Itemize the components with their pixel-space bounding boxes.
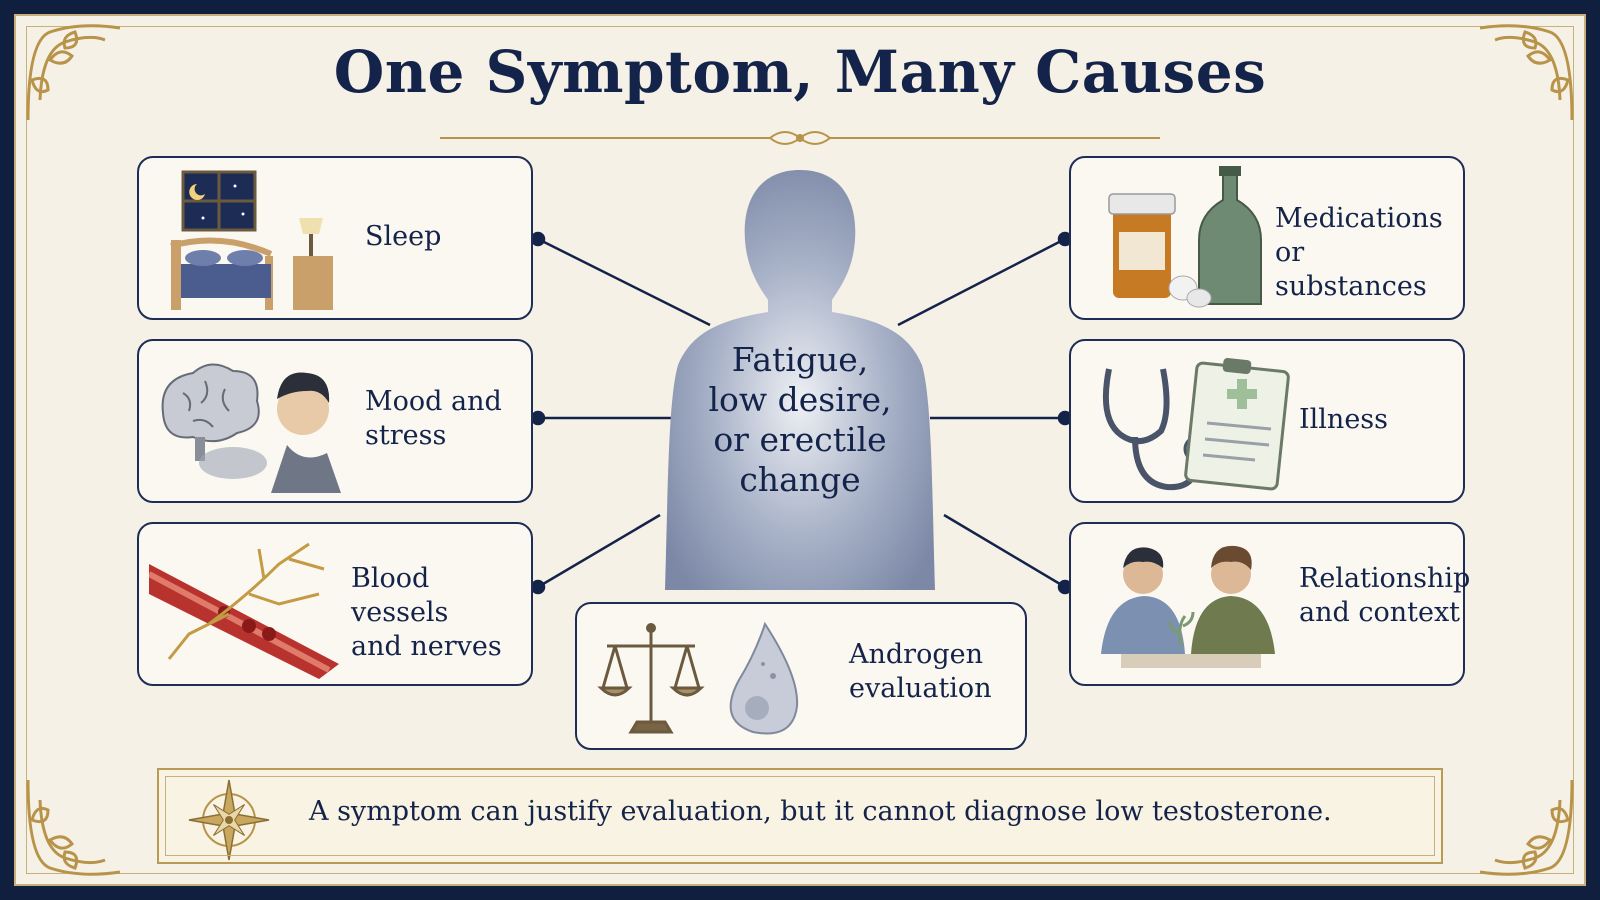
corner-ornament-icon bbox=[1479, 24, 1574, 121]
cause-card-sleep: Sleep bbox=[137, 156, 533, 320]
central-symptom-text: Fatigue, low desire, or erectile change bbox=[708, 340, 892, 499]
brain-and-person-icon bbox=[161, 363, 341, 493]
cause-label: Blood vessels and nerves bbox=[351, 563, 502, 662]
cause-card-illness: Illness bbox=[1069, 339, 1465, 503]
cause-label: Androgen evaluation bbox=[849, 639, 992, 704]
corner-ornament-icon bbox=[1479, 779, 1574, 876]
footer-banner: A symptom can justify evaluation, but it… bbox=[157, 768, 1443, 864]
blood-vessel-icon bbox=[149, 542, 339, 679]
compass-rose-icon bbox=[188, 779, 270, 861]
corner-ornament-icon bbox=[26, 779, 121, 876]
cause-label: Illness bbox=[1299, 404, 1389, 435]
pill-bottle-icon bbox=[1108, 166, 1262, 308]
two-people-talking-icon bbox=[1101, 545, 1275, 668]
title-divider bbox=[440, 131, 1160, 145]
footer-message: A symptom can justify evaluation, but it… bbox=[309, 796, 1332, 827]
bedroom-icon bbox=[170, 170, 333, 310]
cause-card-androgen-evaluation: Androgen evaluation bbox=[575, 602, 1027, 750]
cause-card-medications-or-substances: Medications or substances bbox=[1069, 156, 1465, 320]
corner-ornament-icon bbox=[26, 24, 121, 121]
cause-label: Sleep bbox=[365, 221, 442, 252]
cause-card-blood-vessels-and-nerves: Blood vessels and nerves bbox=[137, 522, 533, 686]
cause-card-mood-and-stress: Mood and stress bbox=[137, 339, 533, 503]
cause-label: Relationship and context bbox=[1299, 563, 1471, 628]
cause-label: Medications or substances bbox=[1275, 203, 1443, 302]
human-silhouette-icon bbox=[665, 170, 935, 590]
stethoscope-clipboard-icon bbox=[1102, 357, 1290, 491]
cause-card-relationship-and-context: Relationship and context bbox=[1069, 522, 1470, 686]
scale-and-gland-icon bbox=[597, 621, 799, 735]
cause-label: Mood and stress bbox=[365, 386, 502, 451]
page-title: One Symptom, Many Causes bbox=[333, 38, 1267, 106]
